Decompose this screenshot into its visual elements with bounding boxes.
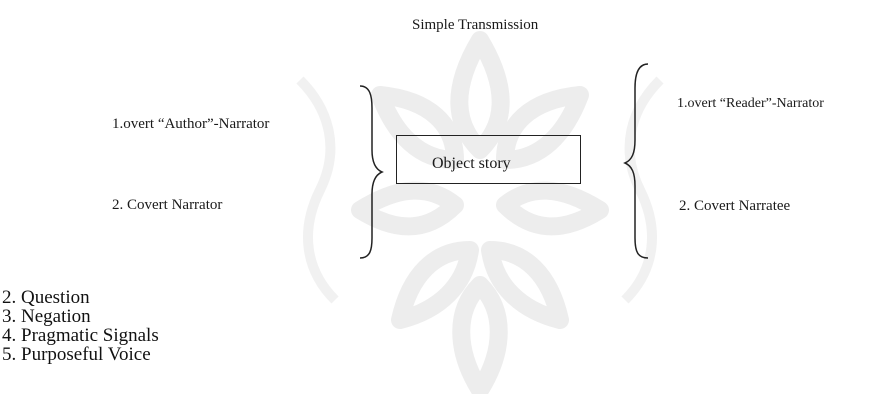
list-item: 3. Negation: [2, 306, 91, 327]
object-story-label: Object story: [432, 155, 511, 172]
left-item-overt-author-narrator: 1.overt “Author”-Narrator: [112, 116, 270, 132]
right-item-covert-narratee: 2. Covert Narratee: [679, 198, 791, 214]
right-item-overt-reader-narrator: 1.overt “Reader”-Narrator: [677, 96, 824, 111]
right-curly-brace: [623, 63, 649, 259]
list-item: 2. Question: [2, 287, 90, 308]
list-item: 4. Pragmatic Signals: [2, 325, 159, 346]
numbered-list: 2. Question 3. Negation 4. Pragmatic Sig…: [2, 288, 159, 364]
list-item: 5. Purposeful Voice: [2, 344, 151, 365]
object-story-box: Object story: [396, 135, 581, 184]
diagram-title: Simple Transmission: [412, 17, 539, 33]
left-curly-brace: [359, 85, 384, 259]
left-item-covert-narrator: 2. Covert Narrator: [112, 197, 223, 213]
